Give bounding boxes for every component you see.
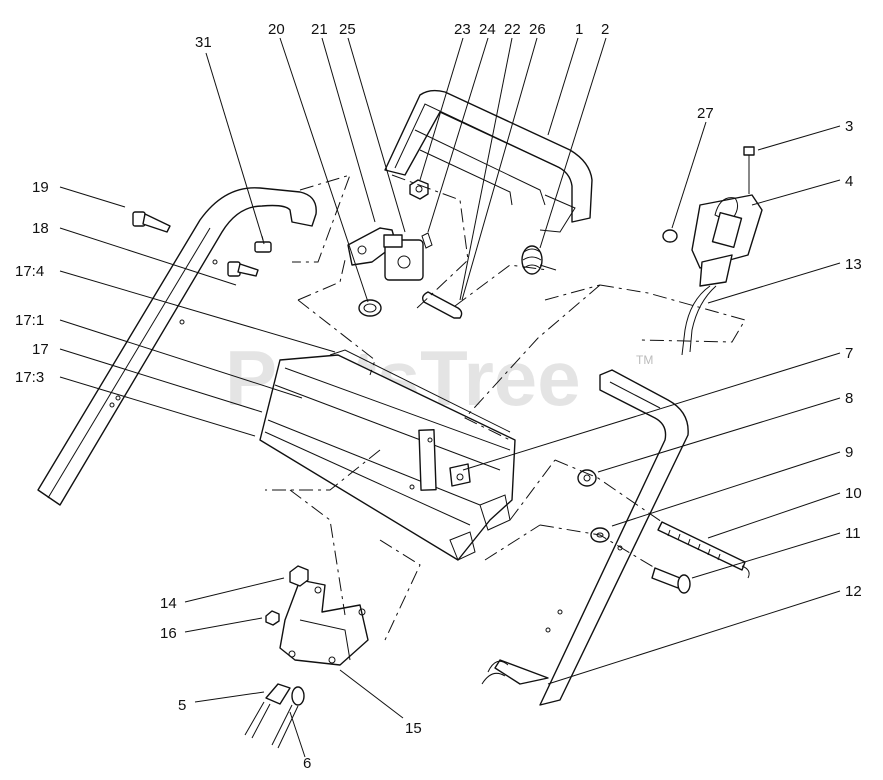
bolt-31 <box>254 235 272 253</box>
leader-lines <box>59 37 841 758</box>
callout-17-1: 17:1 <box>15 312 44 329</box>
callout-10: 10 <box>845 485 862 502</box>
callout-11: 11 <box>845 525 861 542</box>
bolt-19 <box>132 211 171 233</box>
assembly-lines <box>265 174 746 641</box>
callout-14: 14 <box>160 595 177 612</box>
callout-17-4: 17:4 <box>15 263 44 280</box>
callout-21: 21 <box>311 21 328 38</box>
nut-14 <box>289 565 309 587</box>
clip-12 <box>481 659 549 685</box>
left-handle-tube <box>37 187 317 506</box>
pin-24 <box>421 232 433 249</box>
shaft-26 <box>421 291 463 319</box>
nut-23 <box>409 179 429 200</box>
callout-17: 17 <box>32 341 49 358</box>
callout-6: 6 <box>303 755 311 772</box>
callout-27: 27 <box>697 105 714 122</box>
callout-2: 2 <box>601 21 609 38</box>
bracket-15 <box>279 579 369 666</box>
watermark-trademark: TM <box>636 353 653 367</box>
right-handle-tube <box>539 369 689 706</box>
callout-1: 1 <box>575 21 583 38</box>
screw-3 <box>743 146 755 194</box>
cable-end-6 <box>271 686 305 749</box>
callout-16: 16 <box>160 625 177 642</box>
callout-24: 24 <box>479 21 496 38</box>
callout-12: 12 <box>845 583 862 600</box>
clip-27 <box>662 229 678 243</box>
callout-31: 31 <box>195 34 212 51</box>
bolt-18 <box>227 261 259 277</box>
cable-end-5 <box>244 683 291 739</box>
callout-19: 19 <box>32 179 49 196</box>
callout-17-3: 17:3 <box>15 369 44 386</box>
callout-4: 4 <box>845 173 853 190</box>
nut-16 <box>265 610 280 626</box>
callout-23: 23 <box>454 21 471 38</box>
callout-8: 8 <box>845 390 853 407</box>
callout-20: 20 <box>268 21 285 38</box>
callout-5: 5 <box>178 697 186 714</box>
upper-handle-bail <box>384 89 593 233</box>
callout-18: 18 <box>32 220 49 237</box>
latch-assembly <box>347 227 424 281</box>
callout-26: 26 <box>529 21 546 38</box>
washer-8 <box>577 469 597 487</box>
callout-15: 15 <box>405 720 422 737</box>
callout-13: 13 <box>845 256 862 273</box>
ring-20 <box>358 299 382 317</box>
callout-25: 25 <box>339 21 356 38</box>
callout-3: 3 <box>845 118 853 135</box>
callout-labels: 31 20 21 25 23 24 22 26 1 2 27 3 4 13 19… <box>15 21 862 772</box>
callout-7: 7 <box>845 345 853 362</box>
switch-box-4 <box>691 194 763 287</box>
bolt-10 <box>657 521 750 579</box>
cable-13 <box>681 285 717 356</box>
callout-9: 9 <box>845 444 853 461</box>
callout-22: 22 <box>504 21 521 38</box>
bolt-11 <box>651 567 691 594</box>
spring-2 <box>521 245 557 275</box>
